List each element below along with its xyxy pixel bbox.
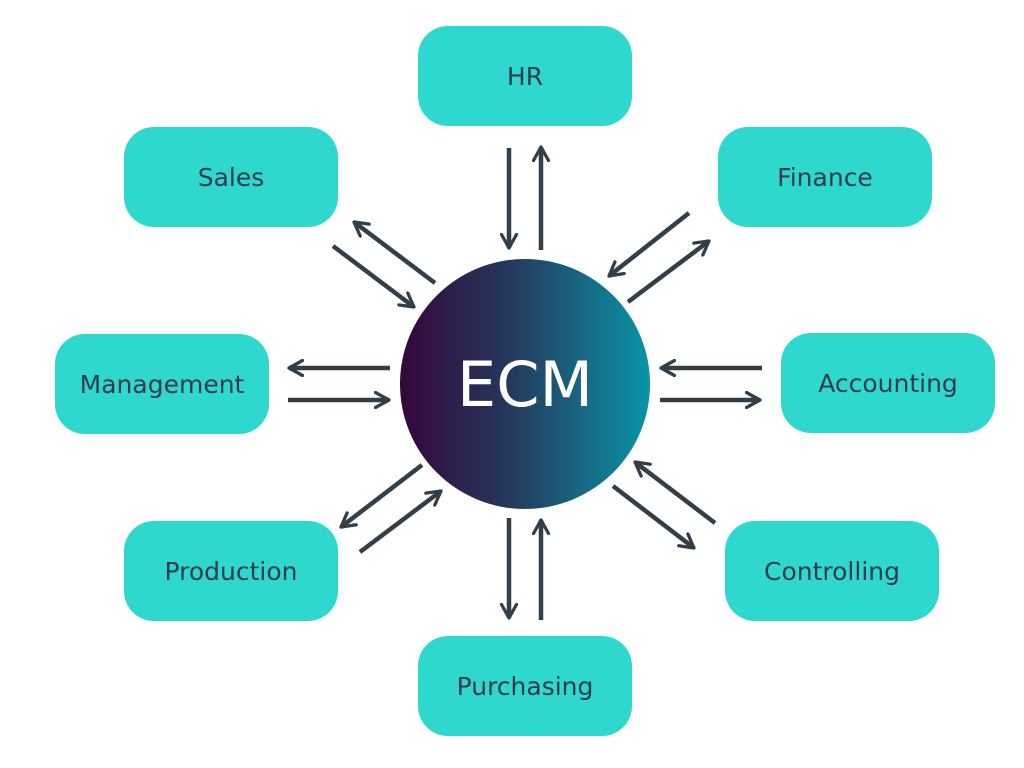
node-purchasing: Purchasing: [418, 636, 632, 736]
arrow-finance-to-ecm: [609, 211, 691, 278]
node-label: HR: [506, 61, 544, 91]
arrow-sales-to-ecm: [331, 244, 414, 309]
arrow-ecm-to-sales: [354, 220, 437, 285]
node-label: Finance: [777, 162, 873, 192]
node-label: Sales: [197, 162, 265, 192]
arrow-controlling-to-ecm: [635, 460, 717, 525]
ecm-label: ECM: [457, 347, 593, 421]
node-controlling: Controlling: [725, 521, 939, 621]
node-label: Controlling: [764, 556, 900, 586]
node-label: Production: [164, 556, 298, 586]
arrow-ecm-to-finance: [626, 239, 709, 304]
node-label: Purchasing: [456, 671, 594, 701]
arrow-ecm-to-production: [341, 463, 424, 529]
node-hr: HR: [418, 26, 632, 126]
node-sales: Sales: [124, 127, 338, 227]
arrow-ecm-to-controlling: [611, 484, 694, 550]
arrow-production-to-ecm: [358, 489, 441, 554]
node-label: Accounting: [818, 368, 958, 398]
node-management: Management: [55, 334, 269, 434]
node-finance: Finance: [718, 127, 932, 227]
node-label: Management: [79, 369, 245, 399]
node-production: Production: [124, 521, 338, 621]
ecm-hub: ECM: [400, 259, 650, 509]
node-accounting: Accounting: [781, 333, 995, 433]
